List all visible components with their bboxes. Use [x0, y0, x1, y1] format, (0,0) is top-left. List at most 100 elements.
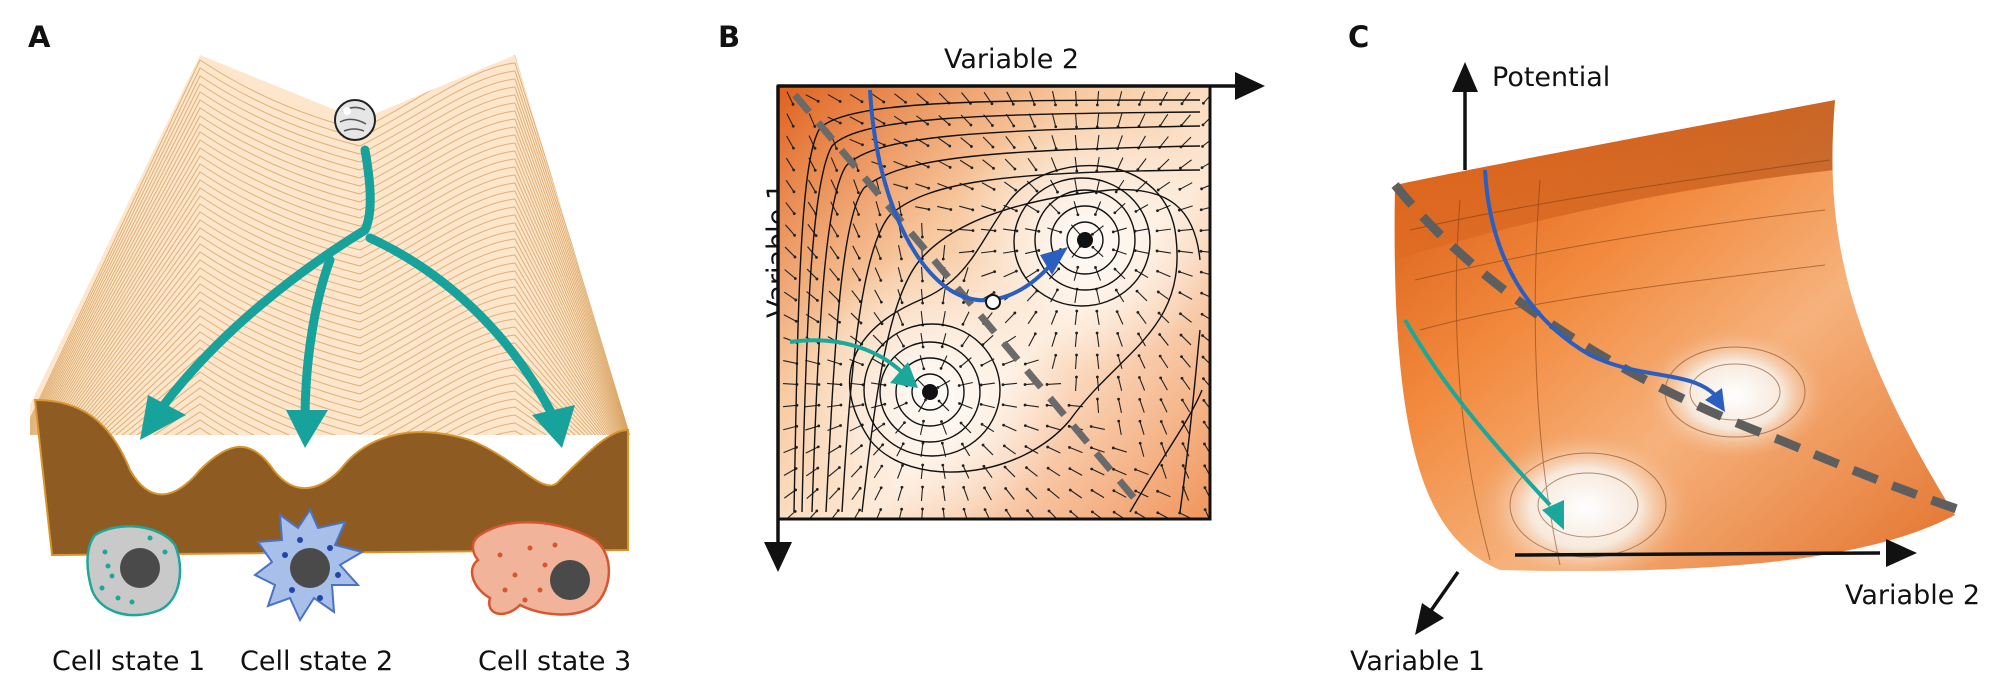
landscape-base [33, 398, 629, 557]
vector-arrow [851, 488, 861, 500]
vector-arrow-tip [1201, 123, 1205, 127]
vector-arrow [1161, 465, 1167, 479]
vector-arrow [1157, 181, 1171, 191]
vector-arrow-tip [1159, 102, 1162, 106]
vector-arrow [1091, 447, 1105, 453]
vector-arrow [1048, 510, 1058, 519]
arrow-to-state-2 [300, 255, 335, 425]
vector-arrow [1201, 206, 1210, 211]
vector-arrow-tip [1054, 353, 1058, 357]
vector-arrow-tip [1203, 508, 1207, 512]
vector-arrow [1006, 91, 1014, 105]
blue-trajectory-3d [1483, 169, 1717, 397]
vector-arrow [1025, 359, 1039, 365]
vector-arrow-tip [816, 445, 820, 449]
vector-arrow [1203, 378, 1210, 388]
vector-arrow-tip [1090, 488, 1094, 492]
vector-arrow [1204, 487, 1210, 500]
vector-arrow [1200, 250, 1210, 253]
vector-arrow [919, 355, 925, 369]
vector-arrow [1071, 246, 1081, 258]
vector-arrow [1159, 355, 1169, 369]
vector-arrow [937, 137, 951, 147]
vector-arrow-tip [835, 147, 838, 150]
vector-arrow-tip [1045, 383, 1049, 386]
vector-arrow-tip [1023, 424, 1027, 428]
vector-arrow [961, 333, 971, 347]
vector-arrow [1201, 162, 1210, 169]
vector-arrow-tip [982, 464, 986, 468]
vector-arrow [1157, 270, 1171, 278]
vector-arrow [850, 445, 862, 455]
vector-arrow-tip [856, 191, 860, 194]
vector-arrow [1096, 90, 1100, 106]
vector-arrow [1074, 332, 1078, 348]
vector-arrow-tip [1054, 331, 1058, 335]
vector-arrow-tip [857, 234, 861, 238]
vector-arrow [805, 467, 819, 477]
vector-arrow [958, 228, 974, 232]
vector-arrow [1096, 332, 1100, 348]
vector-arrow-tip [1054, 147, 1058, 151]
ridge-line [30, 374, 630, 435]
vector-arrow [1203, 443, 1210, 455]
vector-arrow [808, 113, 816, 127]
vector-arrow [782, 404, 798, 408]
vector-arrow [1048, 202, 1060, 214]
vector-arrow-tip [941, 279, 945, 283]
vector-arrow [1179, 292, 1193, 300]
vector-arrow [784, 246, 796, 258]
vector-arrow-tip [814, 190, 817, 194]
vector-arrow [849, 404, 863, 408]
vector-arrow-tip [1201, 144, 1204, 148]
vector-arrow-tip [1068, 446, 1071, 449]
vector-arrow [783, 446, 797, 454]
separatrix-curve [1391, 182, 1962, 515]
vector-arrow-tip [1134, 468, 1137, 471]
vector-arrow [1026, 290, 1038, 302]
vector-arrow-tip [792, 190, 796, 194]
vector-arrow [1050, 311, 1058, 325]
vector-arrow-tip [1199, 229, 1203, 232]
vector-arrow-tip [1095, 375, 1099, 379]
vector-arrow [1180, 159, 1192, 169]
vector-arrow [1156, 228, 1172, 232]
vector-arrow [1070, 511, 1081, 519]
vector-arrow [1158, 158, 1170, 170]
vector-arrow [1003, 270, 1017, 278]
vector-arrow [829, 245, 839, 259]
vector-arrow-tip [969, 123, 973, 127]
vector-arrow-tip [1034, 168, 1038, 172]
vector-arrow-tip [1115, 310, 1119, 314]
vector-arrow-tip [861, 143, 864, 147]
vector-arrow-tip [940, 345, 944, 349]
vector-arrow-tip [1181, 464, 1185, 467]
vector-arrow-tip [1023, 403, 1027, 407]
vector-arrow-tip [899, 235, 903, 239]
panel-b-letter: B [718, 20, 741, 54]
vector-arrow-tip [991, 145, 995, 149]
vector-arrow-tip [1202, 377, 1205, 381]
vector-arrow [920, 288, 924, 304]
vector-arrow [898, 509, 903, 519]
vector-arrow [1180, 136, 1192, 148]
vector-arrow-tip [1054, 103, 1057, 107]
vector-arrow-tip [816, 466, 820, 470]
vector-arrow [1182, 465, 1190, 479]
vector-arrow [874, 289, 882, 303]
vector-arrow-tip [1055, 288, 1059, 292]
vector-arrow-tip [1159, 398, 1163, 402]
vector-arrow-tip [838, 121, 842, 125]
vector-arrow [940, 355, 948, 369]
ridge-line [30, 182, 630, 435]
x-axis-label: Variable 2 [944, 44, 1080, 75]
vector-arrow-tip [920, 235, 924, 239]
vector-arrow [1025, 228, 1039, 232]
vector-arrow-tip [1076, 213, 1080, 217]
cell-state-2-icon [253, 507, 365, 623]
vector-arrow [1201, 292, 1210, 298]
vector-arrow [1202, 117, 1210, 126]
vector-arrow-tip [941, 257, 945, 261]
vector-arrow-tip [1023, 362, 1027, 366]
vector-arrow-tip [1135, 289, 1139, 293]
